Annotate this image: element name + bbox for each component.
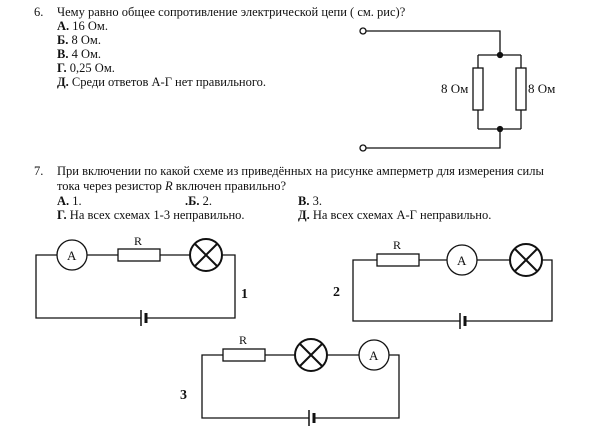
scheme-2-wire-left (352, 259, 460, 322)
scheme-3-battery-icon (308, 410, 316, 426)
q6-option-d: Г. 0,25 Ом. (57, 61, 115, 75)
q6-node-bottom (496, 125, 504, 133)
scheme-3-wire-right (314, 354, 400, 419)
scheme-1-battery-icon (140, 310, 148, 326)
q6-option-c: В. 4 Ом. (57, 47, 101, 61)
scheme-2-resistor (376, 253, 420, 267)
scheme-2-ammeter: A (446, 244, 478, 276)
scheme-1-wire-left (35, 254, 141, 319)
scheme-1-ammeter: A (56, 239, 88, 271)
scheme-3-ammeter-label: A (369, 348, 379, 363)
q6-resistor-right-label: 8 Ом (528, 81, 555, 96)
q7-line2-end: включен правильно? (172, 179, 287, 193)
scheme-2-wire-right (465, 259, 553, 322)
scheme-1-ammeter-label: A (67, 248, 77, 263)
scheme-1-label: 1 (241, 287, 248, 302)
q6-option-a-text: 16 Ом. (72, 19, 108, 33)
q6-resistor-left (472, 67, 484, 111)
scheme-2: R A 2 (333, 238, 553, 329)
scheme-3-label: 3 (180, 388, 187, 403)
q7-option-c: В. 3. (298, 194, 322, 208)
q7-option-d: Г. На всех схемах 1-3 неправильно. (57, 208, 245, 222)
q7-line2-start: тока через резистор (57, 179, 166, 193)
q6-option-a: А. 16 Ом. (57, 19, 108, 33)
q7-option-c-text: 3. (312, 194, 322, 208)
q7-option-b-letter: .Б. (185, 194, 200, 208)
scheme-2-resistor-label: R (393, 238, 401, 252)
q7-line2-var: R (165, 179, 173, 193)
q6-number: 6. (34, 5, 44, 19)
q7-option-c-letter: В. (298, 194, 310, 208)
q7-line2: тока через резистор R включен правильно? (57, 179, 286, 193)
q6-wire-top (366, 30, 501, 55)
q6-option-d-text: 0,25 Ом. (69, 61, 115, 75)
q6-terminal-top (359, 27, 367, 35)
scheme-3-resistor (222, 348, 266, 362)
q6-option-c-text: 4 Ом. (71, 47, 102, 61)
q7-option-a: А. 1. (57, 194, 82, 208)
scheme-3: R A 3 (180, 333, 400, 426)
q6-option-a-letter: А. (57, 19, 70, 33)
q7-line1: При включении по какой схеме из приведён… (57, 164, 544, 178)
q6-terminal-bottom (359, 144, 367, 152)
q6-option-c-letter: В. (57, 47, 69, 61)
q6-option-e-letter: Д. (57, 75, 69, 89)
scheme-2-ammeter-label: A (457, 253, 467, 268)
q7-option-e-letter: Д. (298, 208, 310, 222)
scheme-2-label: 2 (333, 285, 340, 300)
q7-option-b: .Б. 2. (185, 194, 212, 208)
q6-resistor-right (515, 67, 527, 111)
q7-option-b-text: 2. (202, 194, 213, 208)
scheme-1: A R 1 (35, 234, 248, 326)
q6-option-d-letter: Г. (57, 61, 67, 75)
scheme-3-lamp-icon (294, 338, 328, 372)
q7-option-e-text: На всех схемах А-Г неправильно. (312, 208, 492, 222)
q6-option-b-letter: Б. (57, 33, 69, 47)
q7-option-e: Д. На всех схемах А-Г неправильно. (298, 208, 491, 222)
q6-node-top (496, 51, 504, 59)
q6-option-b-text: 8 Ом. (71, 33, 101, 47)
scheme-1-lamp-icon (189, 238, 223, 272)
q6-parallel-circuit: 8 Ом 8 Ом (359, 27, 555, 152)
q6-question: Чему равно общее сопротивление электриче… (57, 5, 406, 19)
scheme-1-resistor-label: R (134, 234, 142, 248)
scheme-1-wire-right (146, 254, 236, 319)
q6-option-e: Д. Среди ответов А-Г нет правильного. (57, 75, 266, 89)
q6-option-e-text: Среди ответов А-Г нет правильного. (71, 75, 267, 89)
scheme-2-lamp-icon (509, 243, 543, 277)
scheme-3-ammeter: A (358, 339, 390, 371)
scheme-3-wire-left (201, 354, 309, 419)
scheme-1-resistor (117, 248, 161, 262)
q7-option-d-letter: Г. (57, 208, 67, 222)
q6-resistor-left-label: 8 Ом (441, 81, 468, 96)
q7-option-a-text: 1. (72, 194, 82, 208)
q6-option-b: Б. 8 Ом. (57, 33, 101, 47)
q6-wire-bottom (366, 129, 501, 149)
q7-option-d-text: На всех схемах 1-3 неправильно. (69, 208, 245, 222)
scheme-3-resistor-label: R (239, 333, 247, 347)
q7-number: 7. (34, 164, 44, 178)
q7-option-a-letter: А. (57, 194, 70, 208)
scheme-2-battery-icon (459, 313, 467, 329)
